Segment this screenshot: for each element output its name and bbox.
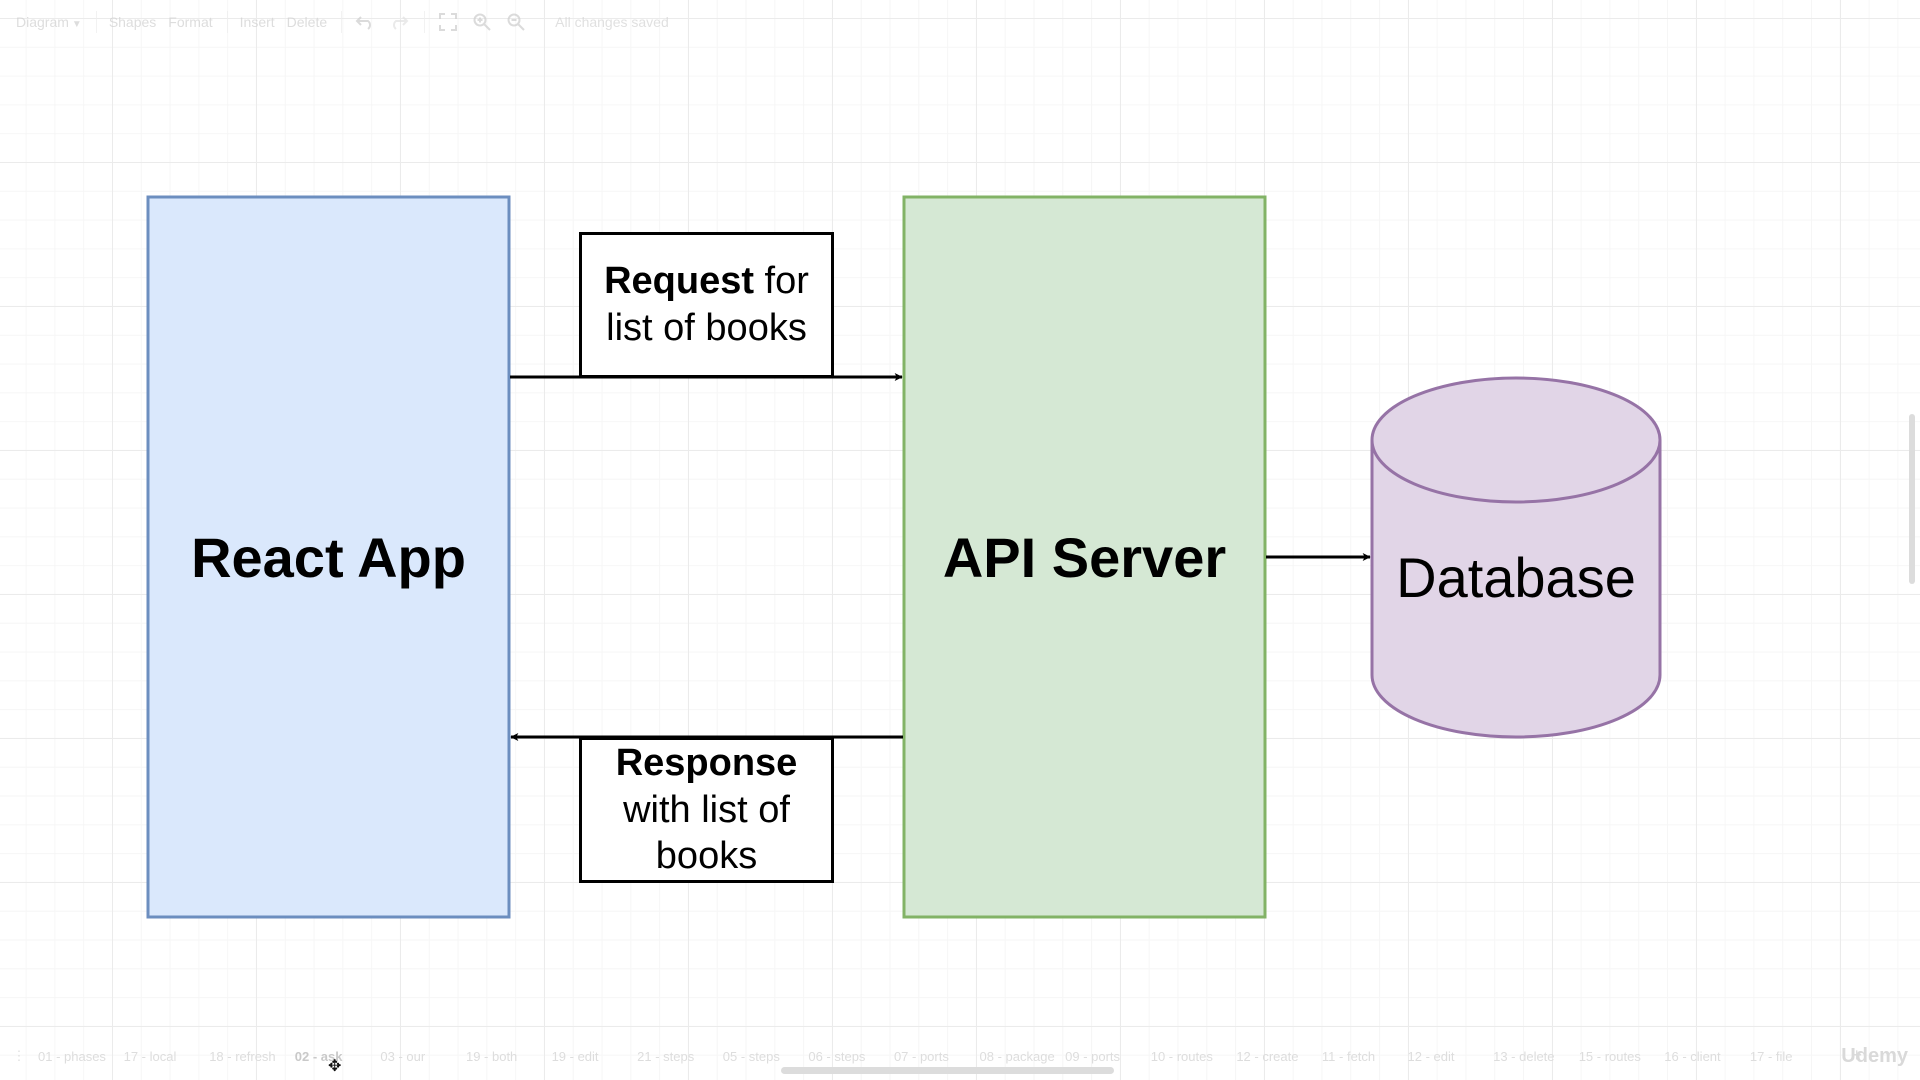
page-tab[interactable]: 15 - routes [1578, 1048, 1641, 1064]
vertical-scrollbar[interactable] [1909, 414, 1915, 584]
redo-icon[interactable] [388, 11, 410, 33]
page-tab[interactable]: 03 - our [380, 1048, 426, 1064]
react-app-label: React App [191, 525, 466, 589]
toolbar-divider [226, 11, 228, 33]
page-tab[interactable]: 19 - edit [551, 1048, 599, 1064]
page-tab[interactable]: 09 - ports [1065, 1048, 1121, 1064]
toolbar-divider [341, 11, 343, 33]
zoom-in-icon[interactable] [471, 11, 493, 33]
page-tab[interactable]: 11 - fetch [1321, 1048, 1376, 1064]
page-tab[interactable]: 08 - package [979, 1048, 1055, 1064]
diagram-menu[interactable]: Diagram▼ [16, 14, 82, 30]
response-line-2: with list of [623, 788, 790, 831]
toolbar: Diagram▼ Shapes Format Insert Delete All… [0, 0, 1920, 44]
toolbar-divider [424, 11, 426, 33]
page-tab[interactable]: 21 - steps [637, 1048, 695, 1064]
page-tab[interactable]: 18 - refresh [209, 1048, 276, 1064]
horizontal-scrollbar[interactable] [781, 1067, 1114, 1074]
zoom-out-icon[interactable] [505, 11, 527, 33]
delete-button[interactable]: Delete [286, 14, 328, 30]
add-page-icon[interactable]: + [1851, 1045, 1862, 1065]
insert-button[interactable]: Insert [239, 14, 275, 30]
api-server-label: API Server [942, 525, 1227, 589]
response-bold-text: Response [616, 740, 798, 787]
udemy-watermark: Udemy [1841, 1045, 1908, 1067]
response-line-3: books [655, 835, 758, 878]
page-tab[interactable]: 06 - steps [808, 1048, 866, 1064]
save-status: All changes saved [555, 14, 669, 30]
request-line-2: list of books [606, 307, 807, 349]
request-for-text: for [754, 260, 809, 303]
response-label[interactable]: Response with list of books [579, 737, 834, 883]
page-tab[interactable]: 16 - client [1664, 1048, 1721, 1064]
request-line-1: Request for [604, 258, 809, 305]
format-button[interactable]: Format [168, 14, 213, 30]
database-label: Database [1396, 545, 1636, 609]
shapes-button[interactable]: Shapes [108, 14, 157, 30]
page-tab[interactable]: 12 - create [1236, 1048, 1299, 1064]
fullscreen-icon[interactable] [437, 11, 459, 33]
chevron-down-icon: ▼ [71, 19, 82, 30]
request-bold-text: Request [604, 260, 754, 303]
page-tab[interactable]: 02 - ask [294, 1048, 343, 1064]
page-tab[interactable]: 12 - edit [1407, 1048, 1455, 1064]
page-tab[interactable]: 05 - steps [722, 1048, 780, 1064]
react-app-box[interactable] [146, 195, 511, 919]
response-bold: Response [615, 741, 798, 784]
pages-menu-icon[interactable]: ⋮ [12, 1048, 26, 1063]
page-tab[interactable]: 17 - local [123, 1048, 177, 1064]
page-tab[interactable]: 10 - routes [1150, 1048, 1213, 1064]
page-tab[interactable]: 07 - ports [893, 1048, 949, 1064]
pages-bar: ⋮ 01 - phases 17 - local 18 - refresh 02 - … [0, 1032, 1920, 1080]
toolbar-divider [95, 11, 97, 33]
page-tab[interactable]: 19 - both [465, 1048, 518, 1064]
move-cursor-icon: ✥ [328, 1058, 342, 1075]
api-server-box[interactable] [902, 195, 1267, 919]
page-tab[interactable]: 01 - phases [38, 1048, 106, 1064]
request-label[interactable]: Request for list of books [579, 232, 834, 378]
database-cylinder[interactable] [1370, 376, 1662, 739]
page-tab[interactable]: 13 - delete [1493, 1048, 1555, 1064]
page-tabs: 01 - phases 17 - local 18 - refresh 02 - as… [36, 1049, 1833, 1064]
page-tab[interactable]: 17 - file [1749, 1048, 1793, 1064]
undo-icon[interactable] [354, 11, 376, 33]
